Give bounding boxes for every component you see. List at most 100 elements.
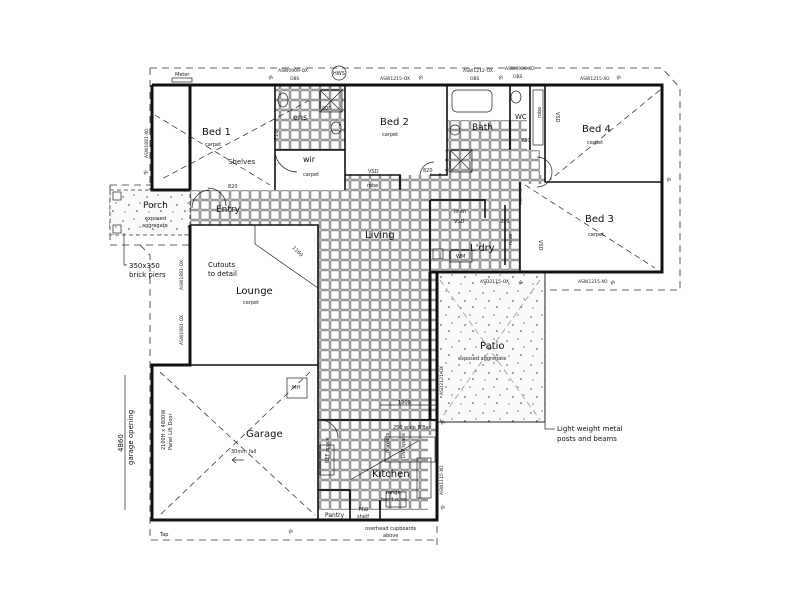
note: posts and beams (557, 435, 617, 443)
finish-label: carpet (303, 172, 319, 178)
aj-marker: AJ (615, 74, 622, 81)
mw-shelf-label: MW (359, 507, 368, 513)
robe-label: robe (537, 107, 543, 118)
garage-door-label: Panel Lift Door (168, 413, 174, 450)
note: Light weight metal (557, 425, 623, 433)
overhead-cupboards-label: overhead cupboards (365, 526, 417, 532)
dimension: 4860 (117, 434, 125, 452)
room-label-patio: Patio (480, 341, 505, 352)
finish-label: carpet (382, 132, 398, 138)
meter-label: Meter (175, 72, 190, 78)
room-label-porch: Porch (143, 201, 168, 211)
room-label-kitchen: Kitchen (372, 469, 410, 480)
window-code: OBS (513, 74, 523, 80)
drawers-label: drawers (385, 432, 391, 453)
window-code: ASW1212-OX (463, 68, 493, 74)
note: Cutouts (208, 261, 236, 269)
room-label-wc: WC (515, 113, 527, 121)
linen-label: linen (454, 209, 466, 215)
hws-label: HWS (333, 71, 345, 77)
dimension: 900 (322, 106, 332, 112)
dimension: 720 (521, 138, 531, 144)
aj-marker: AJ (267, 74, 274, 81)
brick-pier (112, 191, 122, 201)
robe-label: robe (508, 234, 514, 245)
window-code: OBS (470, 76, 480, 82)
dw-space-label: DW space (401, 433, 407, 458)
room-label-ens: ens (293, 113, 307, 122)
window-code: ASW0906-XO (505, 66, 535, 72)
window-code: ASW0909-OX (278, 68, 308, 74)
dimension: 820 (500, 219, 510, 225)
window-code: ASD2115-OX (480, 279, 509, 285)
room-label-bed2: Bed 2 (380, 117, 409, 128)
window-code: ASW1881-OX (179, 315, 185, 345)
window-code: ASD2121-OX (439, 366, 445, 395)
room-label-bed4: Bed 4 (582, 124, 611, 135)
finish-label: exposed aggregate (458, 356, 506, 362)
finish-label: carpet (587, 140, 603, 146)
range-hood-label: range (386, 490, 401, 496)
aj-marker: AJ (439, 504, 446, 511)
room-label-bed1: Bed 1 (202, 127, 231, 138)
leader-line (123, 233, 127, 266)
mw-shelf-label: shelf (357, 514, 369, 520)
room-label-garage: Garage (246, 429, 283, 440)
room-label-living: Living (365, 230, 395, 241)
aj-marker: AJ (517, 279, 524, 286)
dimension: 720 (274, 130, 280, 140)
fall-label: 30mm fall (231, 449, 256, 455)
dimension: 820 (228, 184, 238, 190)
porch-slab (109, 189, 191, 236)
finish-label: aggregate (142, 223, 168, 229)
tiled-floor (190, 85, 545, 510)
dimension-label: garage opening (127, 410, 135, 465)
room-label-laundry: L'dry (470, 243, 495, 254)
shelves-label: Shelves (228, 158, 256, 166)
room-label-bed3: Bed 3 (585, 214, 614, 225)
fixtures (154, 89, 661, 516)
aj-marker: AJ (497, 74, 504, 81)
room-label-lounge: Lounge (236, 286, 273, 297)
robe-label: robe (367, 183, 378, 189)
window-code: ASW1115-XO (439, 465, 445, 495)
range-hood-label: hood over (381, 497, 407, 503)
dimension: 1900 (398, 400, 411, 406)
dimension: 820 (423, 168, 433, 174)
room-label-wir: wir (303, 155, 316, 164)
aj-marker: AJ (287, 528, 294, 535)
window-code: ASW1215-OX (380, 76, 410, 82)
window-code: OBS (290, 76, 300, 82)
arrow-left-icon (231, 456, 244, 464)
window-code: ASW1881-OX (179, 260, 185, 290)
ref-space-label: REF space (325, 437, 331, 463)
finish-label: exposed (145, 216, 166, 222)
vsd-label: VSD (368, 169, 379, 175)
overhead-cupboards-label: above (383, 533, 398, 539)
room-label-pantry: Pantry (325, 512, 345, 519)
internal-walls (152, 85, 662, 520)
vsd-label: VSD (554, 112, 560, 123)
tap-label: Tap (159, 532, 168, 538)
wm-label: WM (456, 254, 465, 260)
breakfast-bar-label: 250 wide B'Bar (393, 425, 432, 431)
note: brick piers (129, 271, 166, 279)
room-label-bath: Bath (472, 123, 493, 133)
vsd-label: VSD (454, 219, 465, 225)
vsd-label: VSD (537, 240, 543, 251)
finish-label: carpet (588, 232, 604, 238)
hws-unit (331, 65, 347, 81)
aj-marker: AJ (142, 169, 149, 176)
note: 350x350 (129, 262, 160, 270)
garage-door-label: 2100H x 4800W (161, 410, 167, 450)
note: to detail (208, 270, 237, 278)
window-code: ASW1215-XO (580, 76, 610, 82)
eave-line (109, 67, 681, 545)
aj-marker: AJ (609, 279, 616, 286)
finish-label: carpet (205, 142, 221, 148)
brick-pier (112, 224, 122, 234)
window-code: ASW1881-XO (144, 128, 150, 158)
room-label-entry: Entry (216, 205, 241, 215)
aj-marker: AJ (417, 74, 424, 81)
